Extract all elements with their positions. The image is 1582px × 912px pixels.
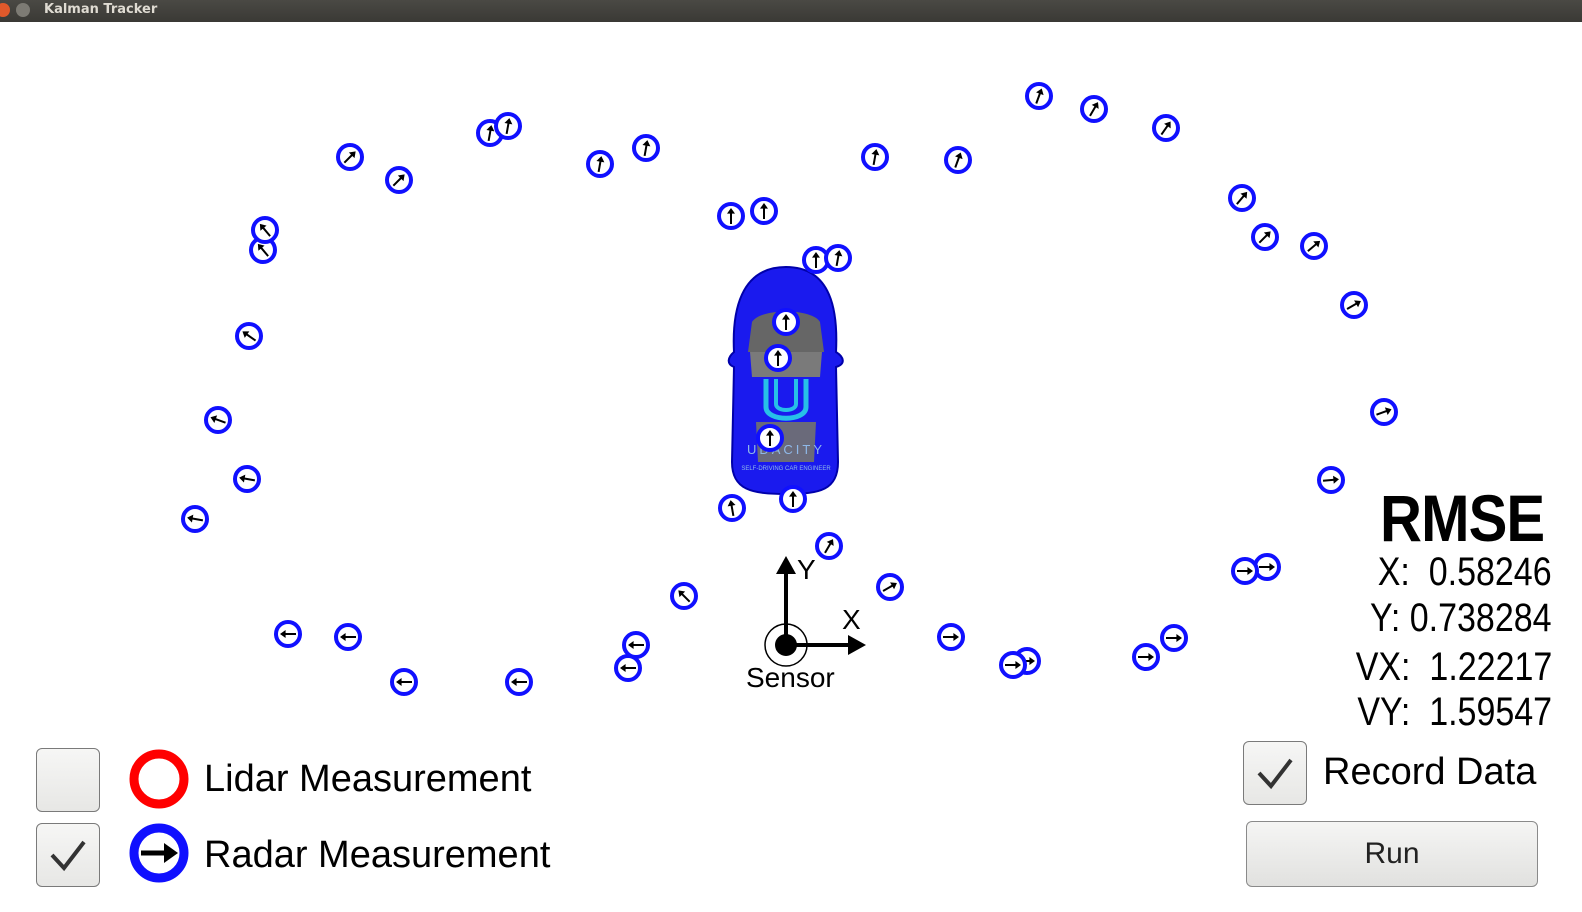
- tracking-canvas: UDACITY SELF-DRIVING CAR ENGINEER: [181, 82, 1398, 696]
- radar-marker: [670, 582, 698, 610]
- radar-marker: [815, 532, 843, 560]
- radar-marker: [1152, 114, 1180, 142]
- radar-marker: [235, 322, 263, 350]
- radar-marker: [717, 202, 745, 230]
- rmse-vx: VX: 1.22217: [1355, 645, 1552, 690]
- rmse-y-label: Y:: [1370, 596, 1401, 640]
- radar-marker: [204, 406, 232, 434]
- radar-marker: [334, 623, 362, 651]
- radar-marker: [336, 143, 364, 171]
- radar-marker: [772, 308, 800, 336]
- sensor-label: Sensor: [746, 662, 835, 693]
- radar-arrow-icon: [129, 823, 189, 883]
- run-button[interactable]: Run: [1246, 821, 1538, 887]
- lidar-label: Lidar Measurement: [204, 758, 532, 800]
- radar-marker: [586, 150, 614, 178]
- radar-marker: [505, 668, 533, 696]
- sensor-axes: [764, 556, 866, 667]
- radar-marker: [764, 344, 792, 372]
- radar-marker: [614, 654, 642, 682]
- radar-marker: [1080, 95, 1108, 123]
- rmse-vy-label: VY:: [1357, 690, 1411, 734]
- record-data-label: Record Data: [1323, 751, 1537, 793]
- radar-marker: [756, 424, 784, 452]
- minimize-icon[interactable]: [16, 3, 30, 17]
- rmse-x: X: 0.58246: [1378, 550, 1552, 595]
- radar-marker: [824, 244, 852, 272]
- x-axis-label: X: [842, 604, 861, 635]
- radar-marker: [1300, 232, 1328, 260]
- radar-marker: [251, 216, 279, 244]
- radar-label: Radar Measurement: [204, 834, 551, 876]
- radar-marker: [718, 494, 746, 522]
- window-title: Kalman Tracker: [44, 2, 158, 17]
- y-axis-label: Y: [797, 554, 816, 585]
- radar-marker: [779, 485, 807, 513]
- car-subtitle-text: SELF-DRIVING CAR ENGINEER: [741, 466, 831, 472]
- radar-marker: [1253, 553, 1281, 581]
- record-data-checkbox[interactable]: [1243, 741, 1307, 805]
- radar-marker: [944, 146, 972, 174]
- close-icon[interactable]: [0, 3, 10, 17]
- radar-marker: [385, 166, 413, 194]
- radar-marker: [181, 505, 209, 533]
- rmse-x-label: X:: [1378, 550, 1411, 594]
- x-axis-arrow: [848, 635, 866, 655]
- radar-marker: [1160, 624, 1188, 652]
- rmse-vx-label: VX:: [1355, 645, 1411, 689]
- radar-marker: [390, 668, 418, 696]
- radar-checkbox[interactable]: [36, 823, 100, 887]
- window-titlebar: Kalman Tracker: [0, 0, 1582, 22]
- radar-marker: [1251, 223, 1279, 251]
- radar-marker: [1317, 466, 1345, 494]
- rmse-title: RMSE: [1380, 481, 1545, 555]
- radar-marker: [1132, 643, 1160, 671]
- radar-marker: [494, 112, 522, 140]
- radar-marker: [750, 197, 778, 225]
- radar-marker: [622, 631, 650, 659]
- vehicle: UDACITY SELF-DRIVING CAR ENGINEER: [727, 265, 844, 496]
- radar-marker: [233, 465, 261, 493]
- checkmark-icon: [1257, 758, 1293, 790]
- radar-marker: [876, 573, 904, 601]
- radar-marker: [274, 620, 302, 648]
- radar-measurements: [181, 82, 1398, 696]
- radar-marker: [1340, 291, 1368, 319]
- rmse-x-value: 0.58246: [1429, 550, 1552, 594]
- lidar-checkbox[interactable]: [36, 748, 100, 812]
- rmse-vy: VY: 1.59547: [1357, 690, 1552, 735]
- radar-marker: [632, 134, 660, 162]
- rmse-vy-value: 1.59547: [1429, 690, 1552, 734]
- y-axis-arrow: [776, 556, 796, 574]
- radar-marker: [999, 651, 1027, 679]
- radar-marker: [861, 143, 889, 171]
- checkmark-icon: [50, 840, 86, 872]
- lidar-ring-icon: [129, 749, 189, 809]
- radar-marker: [1370, 398, 1398, 426]
- rmse-y-value: 0.738284: [1410, 596, 1552, 640]
- radar-marker: [1228, 184, 1256, 212]
- radar-marker: [1025, 82, 1053, 110]
- rmse-y: Y: 0.738284: [1370, 596, 1552, 641]
- radar-marker: [1231, 557, 1259, 585]
- radar-marker: [937, 623, 965, 651]
- rmse-vx-value: 1.22217: [1429, 645, 1552, 689]
